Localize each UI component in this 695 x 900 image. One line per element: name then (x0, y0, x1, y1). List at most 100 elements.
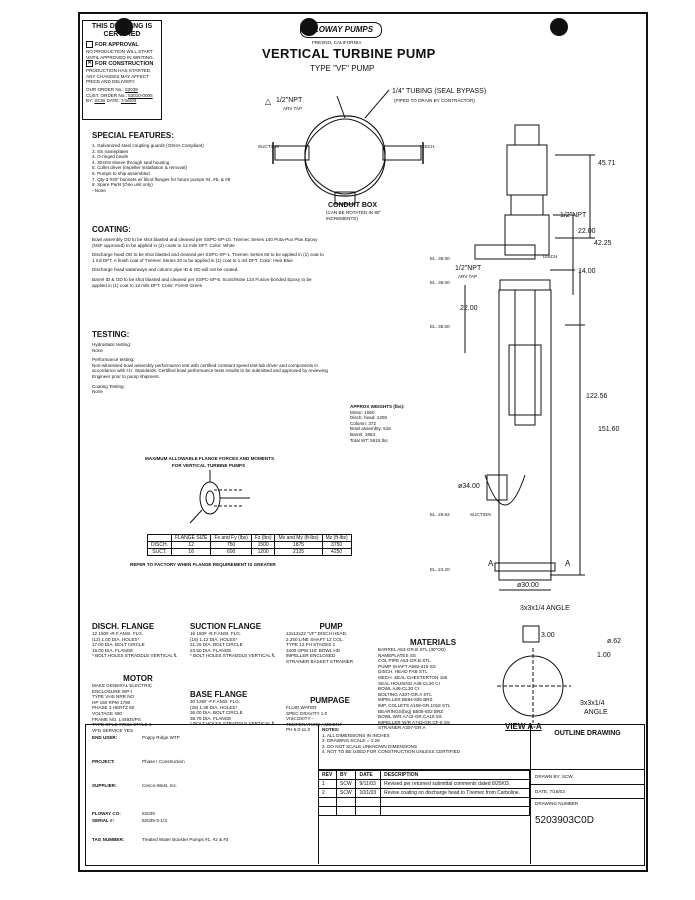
tag-label: TAG NUMBER: (92, 837, 125, 842)
weights-block: APPROX WEIGHTS (lbs): Motor: 1550 Disch.… (350, 404, 405, 443)
flange-forces-note: REFER TO FACTORY WHEN FLANGE REQUIREMENT… (130, 562, 276, 567)
list-item: 5. Collet driver (impeller installation … (92, 165, 187, 171)
special-features-list: 1. Galvanized steel coupling guards (OSH… (92, 143, 292, 193)
cert-construction-note: PRODUCTION HAS STARTED. ANY CHANGES MAY … (86, 68, 152, 85)
materials-block: MATERIALS BARREL A53-GR.B STL (30"OD) NA… (378, 638, 488, 731)
testing-value: Non-witnessed bowl assembly performance … (92, 362, 328, 379)
disch-flange-block: DISCH. FLANGE 12 150# -R.F.ANSI. FLG. (1… (92, 622, 184, 659)
warning-triangle-icon: △ (265, 97, 272, 106)
logo-location: FRESNO, CALIFORNIA (312, 40, 362, 45)
date-value: 7/16/03 (120, 98, 137, 104)
cert-approval-note: NO PRODUCTION WILL START UNTIL APPROVED … (86, 48, 154, 60)
list-item: 2. SS nameplates (92, 148, 129, 154)
table-header: Fz (lbs) (250, 534, 276, 542)
suction-label-plan: SUCTION (258, 144, 279, 149)
disch-label-plan: DISCH. (420, 144, 436, 149)
weights-heading: APPROX WEIGHTS (lbs): (350, 404, 405, 409)
elevation-38: EL. 38.00 (430, 256, 450, 261)
testing-subheading: Hydrostatic testing: (92, 342, 132, 347)
weight-row: Bowl assembly: 515 (350, 426, 391, 432)
weight-row: Motor: 1550 (350, 409, 375, 415)
coating-paragraph: Barrel ID & OD to be shot blasted and cl… (92, 276, 312, 288)
testing-text: Hydrostatic testing: None Performance te… (92, 342, 337, 395)
angle-label-bottom-2: ANGLE (584, 709, 608, 716)
base-flange-heading: BASE FLANGE (190, 690, 248, 699)
coating-text: Bowl assembly OD to be shot blasted and … (92, 237, 327, 288)
section-a-right: A (565, 559, 571, 568)
serial-label: SERIAL #: (92, 818, 115, 823)
tubing-label: 1/4" TUBING (SEAL BYPASS) (392, 88, 487, 95)
weight-row: Barrel: 1853 (350, 431, 376, 437)
note-item: 2. DRAWING SCALE = 1:28 (322, 738, 380, 744)
testing-subheading: Coating Testing: (92, 383, 125, 389)
flange-forces-heading: MAXIMUM ALLOWABLE FLANGE FORCES AND MOME… (145, 456, 275, 461)
drawing-type: OUTLINE DRAWING (531, 725, 644, 770)
view-a-a-drawing (497, 625, 571, 723)
drawn-by: DRAWN BY: SCW (531, 770, 644, 785)
testing-subheading: Performance testing: (92, 357, 135, 363)
dimension-22-00: 22.00 (578, 228, 596, 235)
notes-heading: NOTES: (322, 727, 340, 732)
elevation-35: EL. 35.00 (430, 324, 450, 329)
disch-flange-heading: DISCH. FLANGE (92, 622, 155, 631)
elevation-36: EL. 36.00 (430, 280, 450, 285)
binder-hole (115, 18, 133, 36)
table-header: DATE (355, 770, 382, 780)
table-header: Fx and Fy (lbs) (210, 534, 252, 542)
materials-heading: MATERIALS (409, 638, 457, 647)
list-item: 8. Spare Parts (One unit only) (92, 182, 153, 188)
flange-forces-heading2: FOR VERTICAL TURBINE PUMPS (172, 463, 246, 468)
weight-row: Column: 372 (350, 420, 377, 426)
angle-label-bottom: 3x3x1/4 (580, 700, 605, 707)
certification-block: THIS DRAWING IS CERTIFIED FOR APPROVAL N… (82, 20, 162, 120)
dimension-14-00: 14.00 (578, 268, 596, 275)
list-item: 1. Galvanized steel coupling guards (OSH… (92, 143, 204, 148)
dimension-42-25: 42.25 (594, 240, 612, 247)
cert-option-approval: FOR APPROVAL (95, 41, 139, 48)
tag-value: Treated Water Booster Pumps #1, #2 & #3 (142, 837, 229, 842)
disch-label-elevation: DISCH. (543, 254, 559, 259)
supplier-label: SUPPLIER: (92, 783, 117, 788)
suction-flange-block: SUCTION FLANGE 16 150# -R.F.ANSI. FLG. (… (190, 622, 282, 659)
table-header: Mx and My (ft-lbs) (274, 534, 323, 542)
date-label: DATE: (106, 98, 120, 104)
floway-co-label: FLOWAY CO: (92, 811, 121, 816)
tubing-note: (PIPED TO DRAIN BY CONTRACTOR) (394, 98, 475, 103)
construction-checkbox[interactable]: ✕ (86, 60, 93, 68)
cert-option-construction: FOR CONSTRUCTION (95, 61, 154, 68)
angle-label-top: 3x3x1/4 ANGLE (520, 605, 570, 612)
dimension-22-00-left: 22.00 (460, 305, 478, 312)
weight-row: Total WT: 5615 lbs. (350, 437, 389, 443)
by-value: SCW (94, 98, 106, 104)
table-row: 2 SCW 10/1/03 Revise coating on discharg… (318, 788, 530, 798)
testing-value: None (92, 347, 103, 353)
pump-heading: PUMP (319, 622, 343, 631)
serial-value: 52039-3-1/3 (142, 818, 167, 823)
cust-order-number: 53010-0005 (128, 92, 153, 98)
view-a-a-label: VIEW A-A (505, 722, 542, 731)
pump-elevation-drawing (464, 124, 595, 591)
dimension-122-56: 122.56 (586, 393, 608, 400)
floway-logo: FLOWAY PUMPS (300, 22, 382, 38)
conduit-label: CONDUIT BOX (328, 202, 377, 209)
cert-heading: THIS DRAWING IS CERTIFIED (91, 23, 153, 38)
list-item: 3. O-ringed bowls (92, 154, 129, 160)
testing-value: None (92, 389, 103, 395)
end-user-value: Poppy Ridge WTP (142, 735, 180, 740)
base-flange-block: BASE FLANGE 30 125# -F.F.ANSI. FLG. (28)… (190, 690, 282, 727)
section-a-left: A (488, 559, 494, 568)
note-item: 3. DO NOT SCALE UNKNOWN DIMENSIONS (322, 743, 418, 749)
suction-label-elevation: SUCTION (470, 512, 491, 517)
end-user-label: END USER: (92, 735, 118, 740)
coating-paragraph: Bowl assembly OD to be shot blasted and … (92, 237, 318, 248)
dimension-45-71: 45.71 (598, 160, 616, 167)
dimension-3-00: 3.00 (541, 632, 555, 639)
approval-checkbox[interactable] (86, 41, 93, 48)
table-header: BY (335, 770, 357, 780)
list-item: 6. Pumps to ship assembled (92, 170, 150, 176)
note-item: 4. NOT TO BE USED FOR CONSTRUCTION UNLES… (322, 749, 461, 755)
npt-top-label: 1/2"NPT (276, 97, 303, 104)
floway-co-value: 52039 (142, 811, 155, 816)
